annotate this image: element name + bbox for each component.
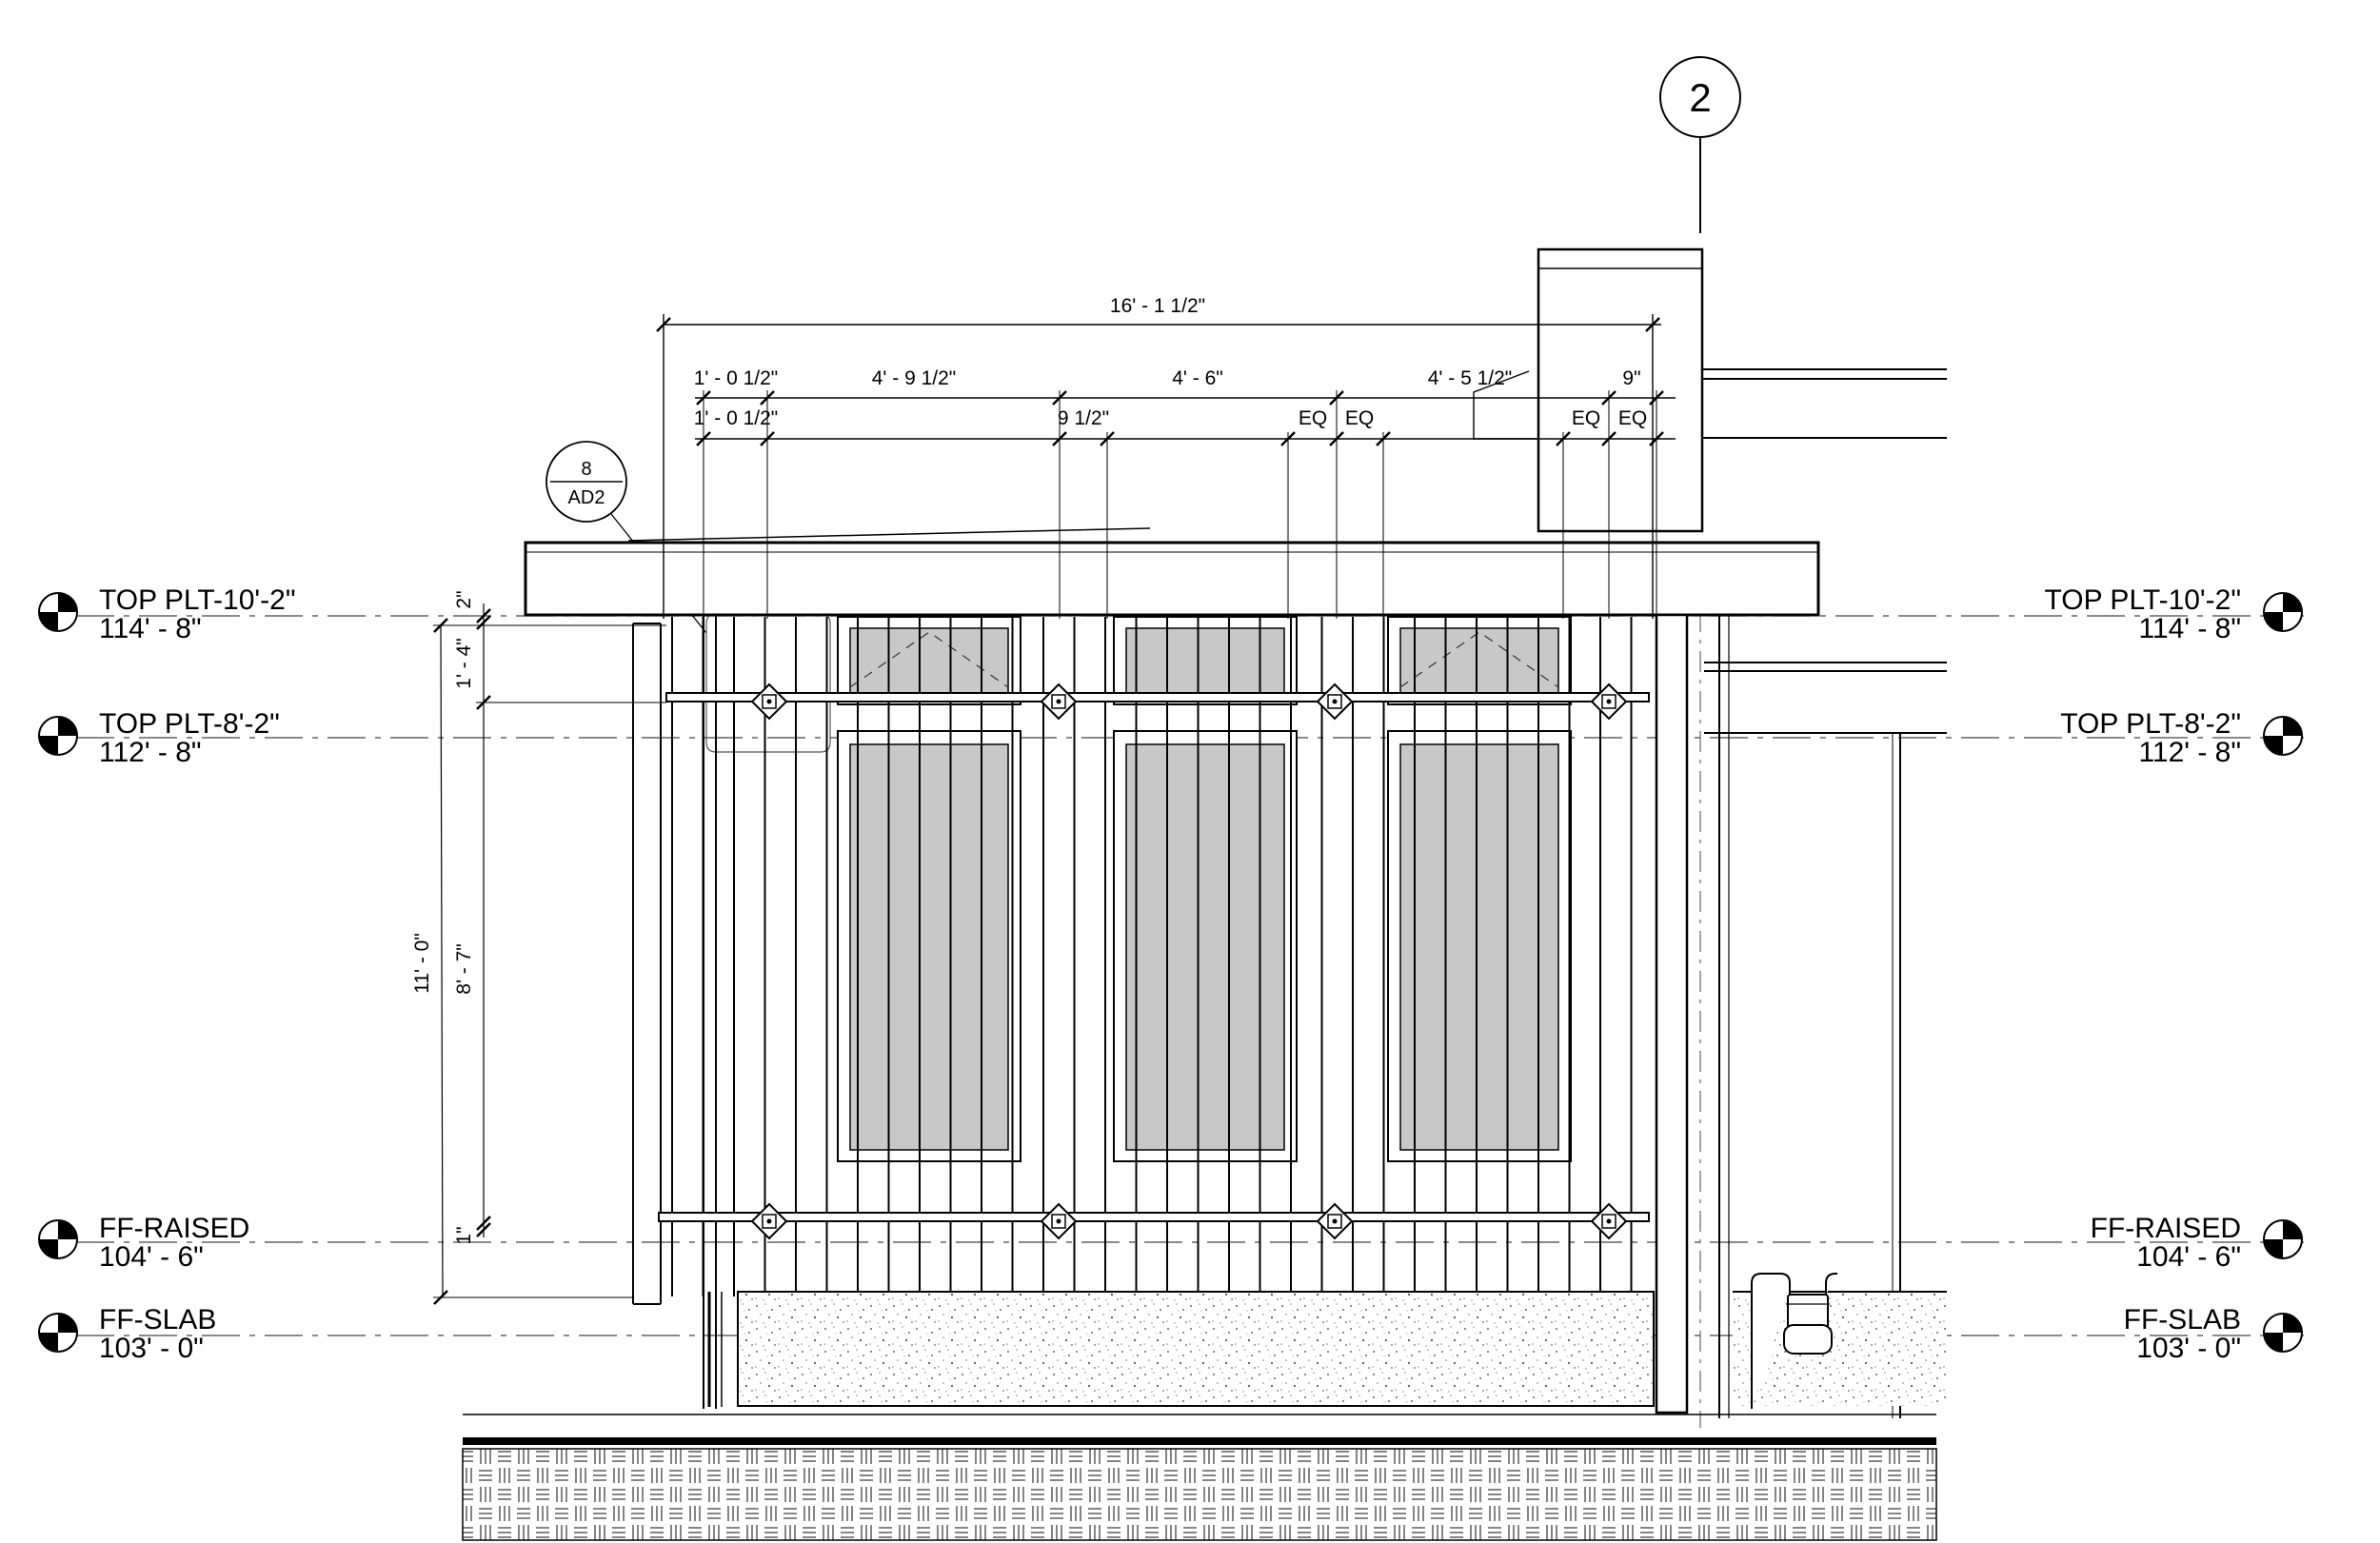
bracket	[1040, 1202, 1078, 1240]
dimension-strings	[433, 314, 1676, 1305]
foundation-slab	[707, 1291, 1947, 1407]
dim-vert-1ft4: 1' - 4"	[453, 638, 475, 688]
dim-row1-d: 4' - 5 1/2"	[1428, 367, 1513, 389]
dim-row2-c: EQ	[1299, 407, 1327, 429]
level-marker-right-top-plt-8: TOP PLT-8'-2" 112' - 8"	[2060, 708, 2303, 768]
dim-row1-c: 4' - 6"	[1172, 367, 1222, 389]
level-name: FF-SLAB	[2124, 1304, 2241, 1335]
level-marker-left-ff-raised: FF-RAISED 104' - 6"	[38, 1213, 249, 1273]
bracket	[1590, 682, 1628, 721]
level-name: TOP PLT-8'-2"	[2060, 708, 2241, 740]
dim-row2-f: EQ	[1618, 407, 1647, 429]
grid-label: 2	[1689, 75, 1711, 120]
grid-bubble: 2	[1659, 56, 1741, 1428]
level-elevation: 112' - 8"	[2138, 737, 2241, 768]
dimension-labels: 16' - 1 1/2" 1' - 0 1/2" 4' - 9 1/2" 4' …	[411, 295, 1647, 1245]
adjacent-roof-lines	[1702, 368, 1947, 1418]
level-name: FF-RAISED	[99, 1213, 249, 1244]
section-sheet: AD2	[568, 487, 605, 508]
bracket	[1316, 1202, 1354, 1240]
bracket	[1316, 682, 1354, 721]
bracket	[750, 682, 788, 721]
dim-vert-11ft: 11' - 0"	[411, 933, 433, 994]
dim-row2-e: EQ	[1572, 407, 1600, 429]
level-elevation: 104' - 6"	[99, 1241, 204, 1273]
level-name: FF-RAISED	[2091, 1213, 2241, 1244]
upper-rail	[665, 692, 1650, 702]
level-marker-right-top-plt-10: TOP PLT-10'-2" 114' - 8"	[2045, 584, 2303, 644]
dim-vert-1in: 1"	[453, 1226, 475, 1244]
dim-row2-b: 9 1/2"	[1058, 407, 1109, 429]
section-number: 8	[581, 459, 591, 480]
bracket	[750, 1202, 788, 1240]
bracket	[1590, 1202, 1628, 1240]
level-elevation: 114' - 8"	[2138, 613, 2241, 644]
dim-row1-e: 9"	[1622, 367, 1640, 389]
rail-brackets	[750, 682, 1628, 1240]
lower-rail	[658, 1212, 1650, 1222]
level-marker-left-top-plt-10: TOP PLT-10'-2" 114' - 8"	[38, 584, 295, 644]
vertical-slats	[671, 615, 1633, 1409]
roof-fascia	[524, 527, 1820, 617]
level-name: TOP PLT-10'-2"	[2045, 584, 2241, 616]
level-elevation: 114' - 8"	[99, 613, 202, 644]
chimney-stack	[1537, 247, 1704, 533]
window-2	[1113, 616, 1298, 1162]
level-marker-left-top-plt-8: TOP PLT-8'-2" 112' - 8"	[38, 708, 280, 768]
bracket	[1040, 682, 1078, 721]
dim-overall: 16' - 1 1/2"	[1110, 295, 1205, 317]
dim-vert-8ft7: 8' - 7"	[453, 943, 475, 994]
window-3	[1387, 616, 1572, 1162]
level-elevation: 103' - 0"	[2136, 1333, 2241, 1364]
level-marker-right-ff-slab: FF-SLAB 103' - 0"	[2124, 1304, 2303, 1364]
level-name: FF-SLAB	[99, 1304, 216, 1335]
dim-row1-b: 4' - 9 1/2"	[872, 367, 957, 389]
level-name: TOP PLT-8'-2"	[99, 708, 280, 740]
dim-row1-a: 1' - 0 1/2"	[694, 367, 779, 389]
level-name: TOP PLT-10'-2"	[99, 584, 295, 616]
gas-meter	[1751, 1273, 1837, 1409]
dim-row2-d: EQ	[1345, 407, 1374, 429]
level-marker-left-ff-slab: FF-SLAB 103' - 0"	[38, 1304, 216, 1364]
level-elevation: 112' - 8"	[99, 737, 202, 768]
level-elevation: 104' - 6"	[2136, 1241, 2241, 1273]
ground	[462, 1414, 1937, 1541]
corner-post	[1655, 613, 1730, 1418]
dim-vert-2in: 2"	[453, 590, 475, 608]
wall-outline	[632, 623, 662, 1305]
level-marker-right-ff-raised: FF-RAISED 104' - 6"	[2091, 1213, 2303, 1273]
level-elevation: 103' - 0"	[99, 1333, 204, 1364]
dim-row2-a: 1' - 0 1/2"	[694, 407, 779, 429]
